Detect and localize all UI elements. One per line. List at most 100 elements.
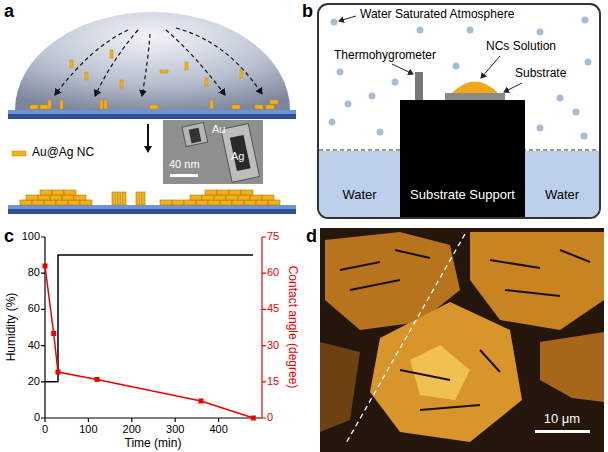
- panel-c: [41, 237, 266, 422]
- svg-circle: [337, 69, 344, 76]
- afm-ground: [320, 228, 604, 452]
- tem-inset: [163, 120, 263, 184]
- svg-rect: [48, 100, 51, 109]
- svg-rect: [217, 190, 229, 195]
- axis-title: Time (min): [125, 437, 182, 451]
- material-label: Au: [212, 123, 225, 136]
- svg-rect: [256, 200, 268, 205]
- tick-label: 40: [28, 339, 40, 352]
- panel-letter: c: [4, 226, 14, 247]
- svg-rect: [189, 128, 202, 144]
- nanocrystals: [30, 50, 278, 109]
- ncs-solution: [452, 82, 498, 94]
- callout-text: Substrate: [515, 67, 566, 81]
- callout-text: Thermohygrometer: [334, 49, 436, 63]
- svg-rect: [43, 264, 48, 269]
- svg-rect: [56, 370, 61, 375]
- svg-circle: [557, 95, 564, 102]
- panel-letter: d: [306, 226, 317, 247]
- scale-bar: [535, 430, 590, 433]
- afm-patch: [540, 332, 604, 402]
- svg-circle: [537, 29, 544, 36]
- svg-g: [221, 124, 260, 183]
- tick-label: 80: [28, 266, 40, 279]
- svg-path: [95, 30, 138, 96]
- svg-rect: [250, 195, 262, 200]
- svg-rect: [136, 192, 140, 205]
- svg-circle: [331, 19, 338, 26]
- panel-letter: a: [4, 1, 14, 22]
- flow-arrows: [55, 28, 262, 96]
- afm-patch: [320, 342, 360, 432]
- panel-d: [320, 228, 604, 452]
- axes: [41, 237, 266, 422]
- svg-line: [481, 56, 500, 78]
- svg-circle: [467, 27, 474, 34]
- svg-rect: [20, 200, 32, 205]
- node-text: Substrate Support: [410, 188, 515, 203]
- tick-label: 30: [267, 339, 279, 352]
- svg-rect: [202, 195, 214, 200]
- svg-circle: [369, 93, 376, 100]
- svg-rect: [199, 399, 204, 404]
- afm-patch: [470, 232, 604, 330]
- svg-g: [182, 122, 208, 146]
- svg-rect: [50, 195, 62, 200]
- panel-letter: b: [302, 1, 313, 22]
- svg-rect: [238, 195, 250, 200]
- svg-rect: [205, 190, 217, 195]
- legend-rod: [12, 151, 26, 156]
- svg-rect: [270, 100, 278, 104]
- droplet: [15, 12, 290, 110]
- svg-rect: [150, 105, 158, 109]
- svg-rect: [229, 190, 241, 195]
- afm-cracks: [340, 250, 590, 410]
- svg-rect: [40, 105, 48, 109]
- substrate-side: [8, 209, 296, 214]
- thermohygrometer: [415, 72, 423, 100]
- svg-rect: [44, 200, 56, 205]
- tick-label: 0: [267, 411, 273, 424]
- svg-circle: [537, 125, 544, 132]
- svg-circle: [377, 129, 384, 136]
- panel-a: [8, 12, 296, 214]
- svg-rect: [64, 190, 76, 195]
- node-text: Water: [342, 188, 376, 203]
- tick-label: 100: [22, 230, 40, 243]
- svg-rect: [51, 331, 56, 336]
- svg-rect: [110, 50, 113, 58]
- svg-rect: [95, 377, 100, 382]
- svg-circle: [585, 59, 592, 66]
- support-block: Substrate Support: [400, 100, 525, 217]
- svg-rect: [70, 60, 73, 68]
- contact-angle-line: [45, 266, 253, 418]
- svg-path: [262, 237, 266, 418]
- svg-rect: [208, 200, 220, 205]
- node-text: Water: [545, 188, 579, 203]
- svg-rect: [190, 195, 202, 200]
- svg-circle: [329, 119, 336, 126]
- svg-rect: [74, 195, 86, 200]
- svg-circle: [392, 79, 399, 86]
- tick-label: 0: [42, 423, 48, 436]
- svg-line: [261, 237, 262, 418]
- svg-rect: [182, 122, 208, 146]
- profile-line: [345, 234, 465, 445]
- svg-rect: [255, 105, 263, 109]
- tick-label: 15: [267, 375, 279, 388]
- svg-rect: [232, 105, 240, 109]
- svg-rect: [170, 174, 198, 177]
- svg-path: [55, 30, 128, 95]
- down-arrow: [147, 124, 149, 152]
- svg-rect: [266, 105, 274, 109]
- svg-rect: [163, 120, 263, 184]
- tick-label: 0: [34, 411, 40, 424]
- svg-rect: [80, 200, 92, 205]
- svg-rect: [196, 200, 208, 205]
- tick-label: 100: [79, 423, 97, 436]
- svg-rect: [120, 80, 123, 88]
- substrate: [445, 93, 505, 100]
- water-band: Water: [319, 151, 400, 217]
- assembled-nanocrystals: [20, 190, 280, 205]
